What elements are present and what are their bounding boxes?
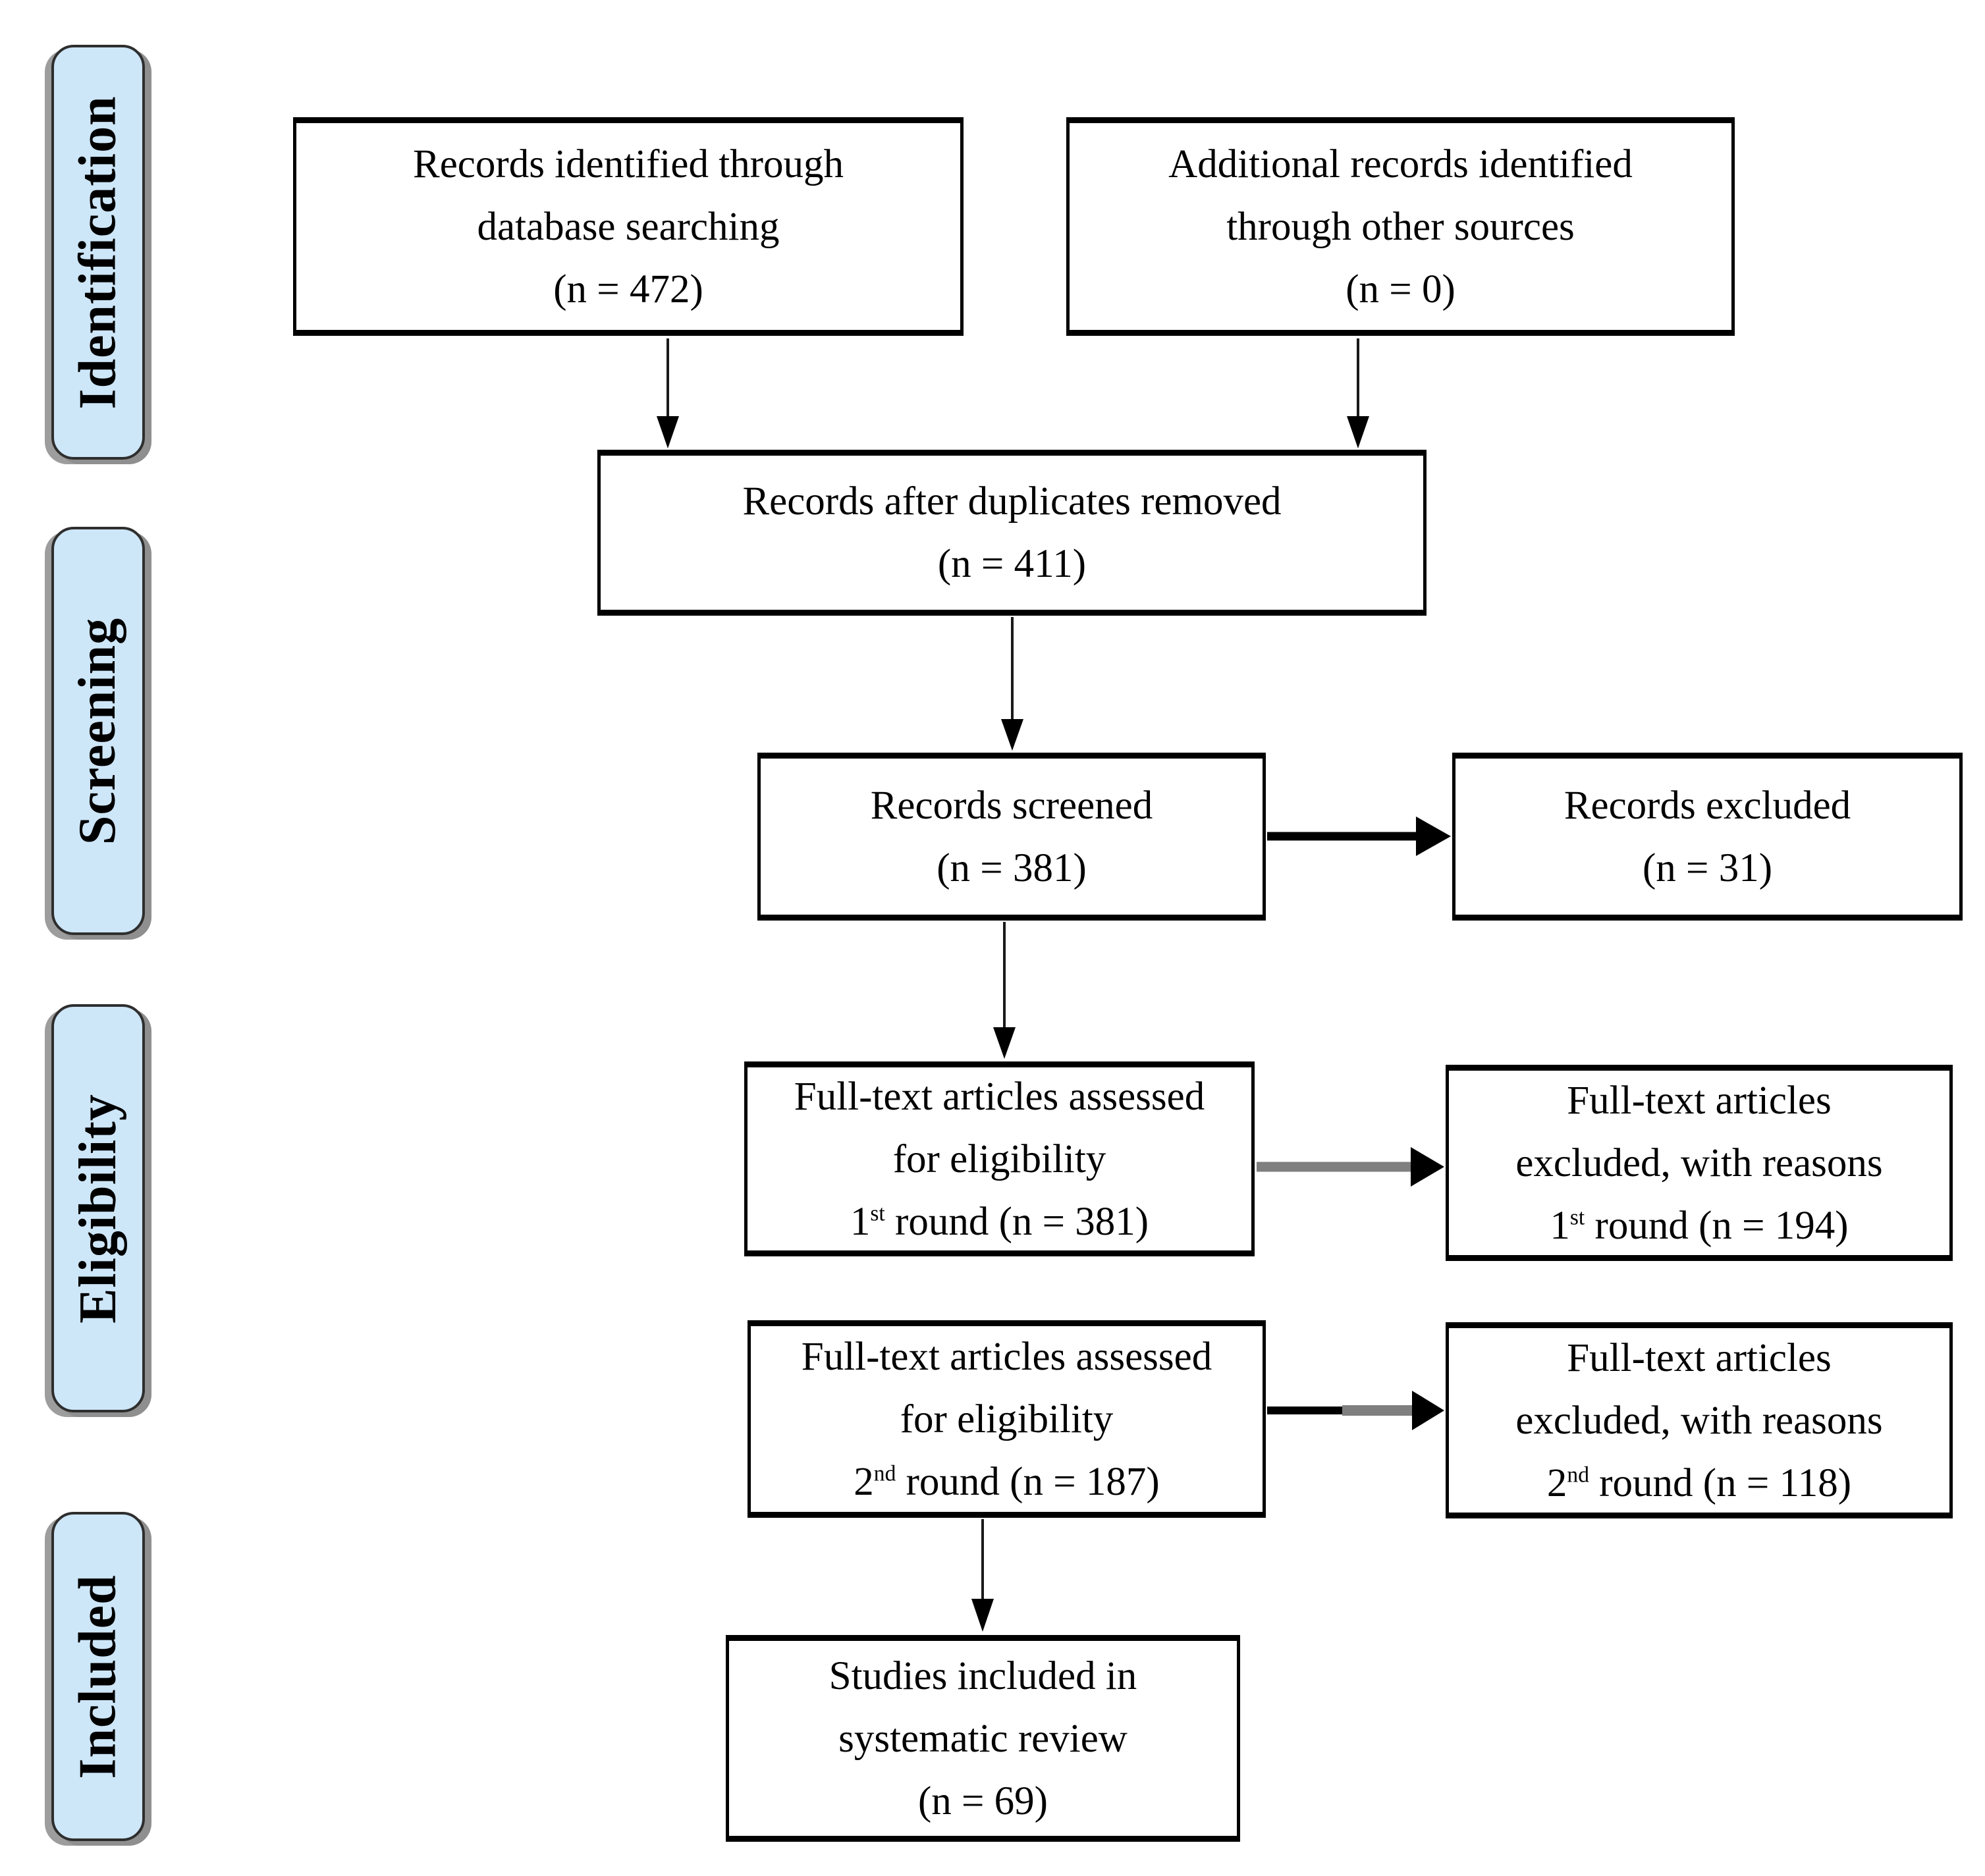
stage-box-eligibility: Eligibility [51, 1004, 145, 1412]
stage-label-included: Included [68, 1574, 127, 1779]
stage-label-identification: Identification [68, 95, 127, 410]
box-duplicates-removed-text: Records after duplicates removed(n = 411… [742, 479, 1282, 586]
box-records-excluded-text: Records excluded(n = 31) [1564, 783, 1851, 890]
box-records-excluded: Records excluded(n = 31) [1452, 753, 1963, 921]
arrow-duplicates-to-screened [1001, 617, 1023, 751]
arrow-fulltext-second-to-excluded-second [1267, 1391, 1444, 1430]
stage-box-included: Included [51, 1512, 145, 1841]
arrow-additional-to-duplicates [1347, 338, 1369, 448]
box-records-screened: Records screened(n = 381) [757, 753, 1266, 921]
stage-label-screening: Screening [68, 617, 127, 845]
arrow-screened-to-excluded [1267, 817, 1451, 856]
stage-box-identification: Identification [51, 45, 145, 460]
box-duplicates-removed: Records after duplicates removed(n = 411… [597, 450, 1427, 616]
stage-label-eligibility: Eligibility [68, 1093, 127, 1324]
arrow-fulltext-second-to-studies [971, 1519, 994, 1632]
box-records-screened-text: Records screened(n = 381) [870, 783, 1153, 890]
arrow-screened-to-fulltext-first [993, 922, 1016, 1059]
stage-box-screening: Screening [51, 527, 145, 935]
arrow-identified-to-duplicates [657, 338, 679, 448]
arrow-fulltext-first-to-excluded-first [1257, 1147, 1444, 1187]
